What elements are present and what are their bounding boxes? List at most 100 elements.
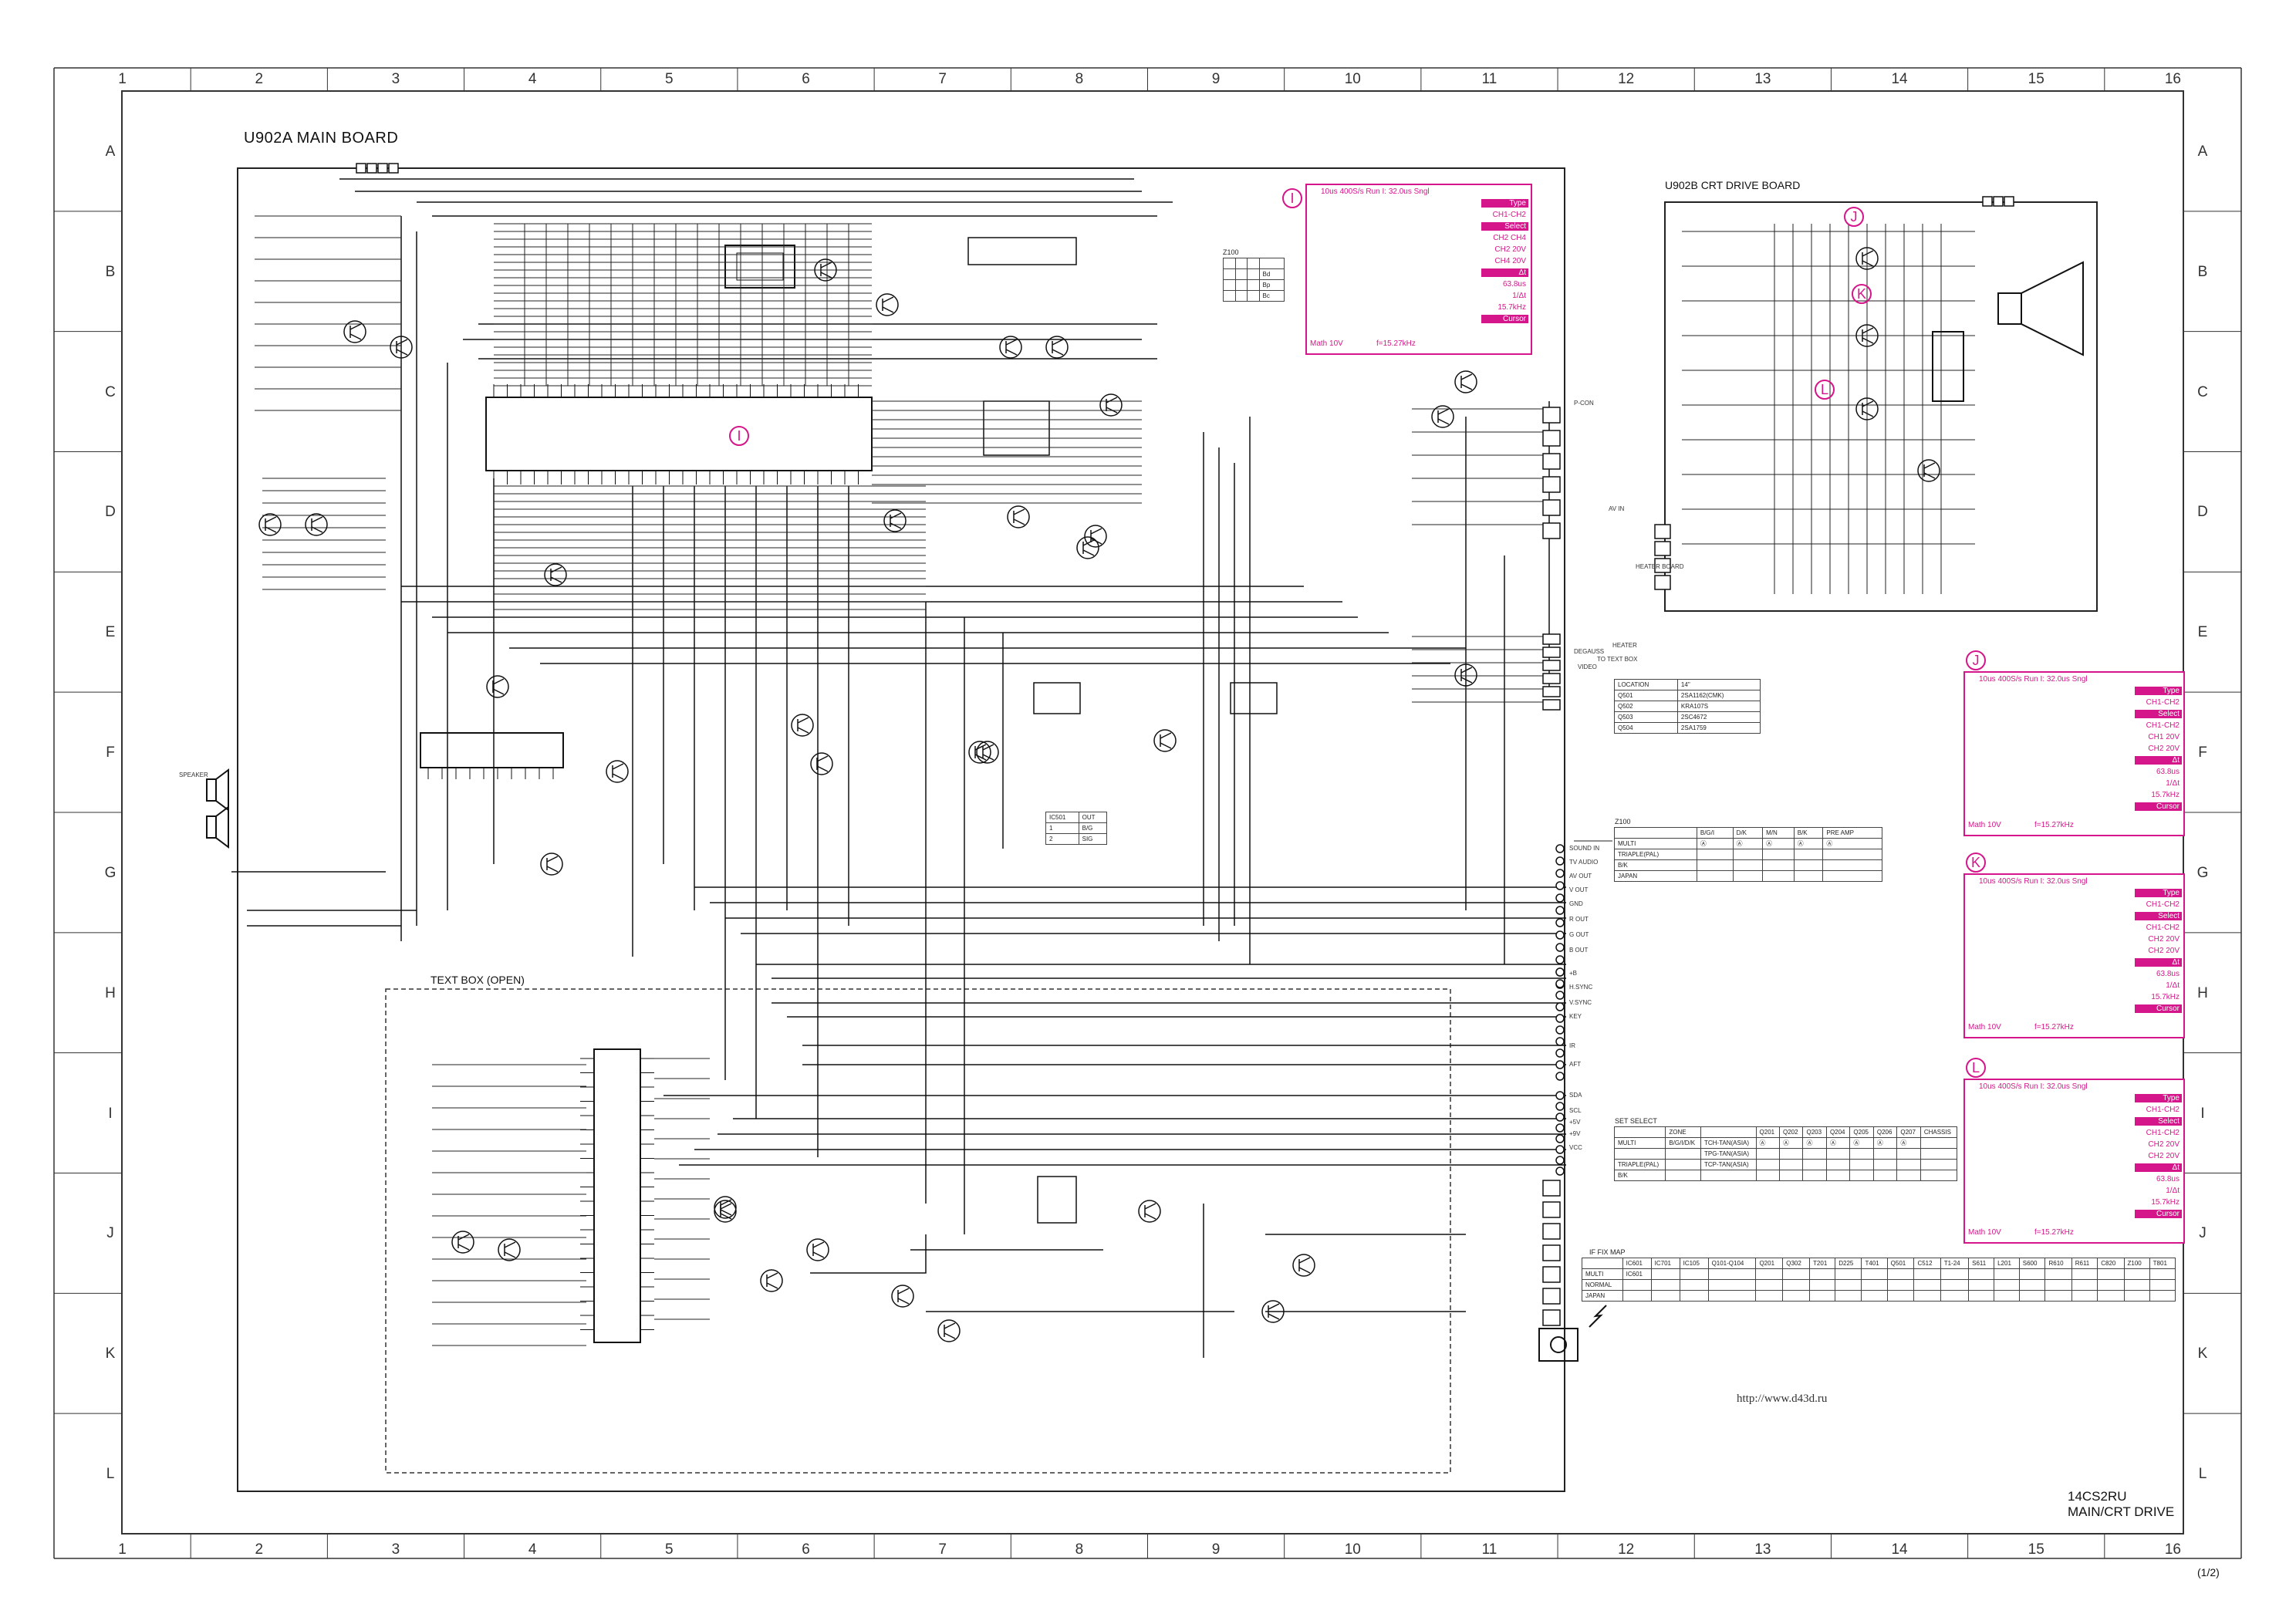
- scope-menu-item: CH2 20V: [1494, 245, 1526, 254]
- transistor-lead: [1862, 327, 1874, 334]
- transistor-lead: [492, 688, 505, 695]
- transistor-lead: [1005, 349, 1018, 356]
- misc-label: HEATER BOARD: [1636, 563, 1684, 570]
- scope-header: 10us 400S/s Run I: 32.0us Sngl: [1979, 1082, 2088, 1091]
- table-cell: [1679, 1290, 1709, 1302]
- misc-label: P-CON: [1574, 400, 1594, 407]
- table-cell: [2149, 1290, 2176, 1302]
- connector-pin: [1542, 647, 1561, 658]
- table-cell: [1825, 1170, 1851, 1181]
- main-ic-marker: I: [729, 426, 749, 446]
- transistor: [1855, 324, 1879, 347]
- transistor-lead: [1144, 1213, 1156, 1220]
- table-cell: [1622, 1290, 1652, 1302]
- transistor-lead: [349, 323, 362, 330]
- transistor-lead: [982, 744, 994, 751]
- misc-label: VIDEO: [1578, 663, 1597, 670]
- sheet-border: [121, 90, 2184, 1535]
- table-cell: [1822, 849, 1882, 860]
- table-cell: TCP-TAN(ASIA): [1700, 1159, 1757, 1170]
- grid-row-left: A: [105, 143, 116, 160]
- connector-pin: [1542, 633, 1561, 645]
- net-label: V OUT: [1569, 886, 1589, 893]
- connector-pin: [1542, 522, 1561, 539]
- table-cell: [1247, 290, 1260, 302]
- transistor-lead: [1460, 383, 1473, 390]
- connector-terminal: [1555, 967, 1565, 977]
- grid-row-right: D: [2197, 504, 2208, 521]
- z100-title: Z100: [1615, 818, 1631, 826]
- grid-column-bottom: 4: [528, 1541, 537, 1558]
- table-cell: [2097, 1290, 2125, 1302]
- connector-terminal: [1555, 906, 1565, 915]
- table-cell: [1809, 1268, 1836, 1280]
- grid-ruler: [53, 67, 2242, 1559]
- transistor: [976, 741, 999, 764]
- table-cell: KRA107S: [1676, 701, 1761, 712]
- table-header: B/K: [1793, 827, 1824, 839]
- table-cell: [1234, 268, 1248, 280]
- source-url[interactable]: http://www.d43d.ru: [1737, 1393, 1828, 1405]
- table-cell: [2071, 1290, 2098, 1302]
- transistor-lead: [944, 1332, 956, 1339]
- transistor: [498, 1238, 521, 1261]
- table-cell: Ⓐ: [1696, 838, 1734, 849]
- scope-freq: f=15.27kHz: [1376, 339, 1416, 348]
- net-label: +5V: [1569, 1119, 1581, 1126]
- main-ic-pins: [493, 384, 859, 484]
- scope-menu-item: Δt: [2135, 1163, 2182, 1172]
- connector-pin: [1542, 1180, 1561, 1197]
- set-select-title: SET SELECT: [1615, 1117, 1657, 1125]
- net-label: +B: [1569, 970, 1578, 977]
- connector-pin: [1542, 1288, 1561, 1305]
- table-row: Bc: [1223, 290, 1285, 302]
- scope-menu-item: CH1-CH2: [2146, 923, 2180, 932]
- transistor-lead: [1862, 260, 1874, 267]
- net-label: SDA: [1569, 1092, 1582, 1099]
- grid-column-bottom: 9: [1211, 1541, 1221, 1558]
- table-cell: [2123, 1290, 2150, 1302]
- table-cell: [1849, 1159, 1874, 1170]
- table-cell: TRIAPLE(PAL): [1614, 849, 1697, 860]
- table-cell: B/G/I/D/K: [1665, 1137, 1701, 1149]
- table-header: ZONE: [1665, 1126, 1701, 1138]
- crt-connector-pin: [1654, 558, 1671, 573]
- crt-connector-pin: [1654, 524, 1671, 539]
- connector-pin: [1542, 499, 1561, 516]
- table-cell: [1247, 279, 1260, 291]
- scope-header: 10us 400S/s Run I: 32.0us Sngl: [1321, 187, 1430, 196]
- transistor-lead: [1005, 339, 1018, 346]
- transistor-lead: [546, 856, 559, 863]
- tuner-block: [724, 245, 795, 289]
- transistor-lead: [1437, 418, 1450, 425]
- grid-row-right: E: [2197, 624, 2208, 641]
- scope-footer: Math 10V: [1968, 1023, 2001, 1031]
- table-header: Q201: [1755, 1126, 1781, 1138]
- grid-column-top: 11: [1481, 71, 1497, 87]
- table-cell: 2SC4672: [1676, 711, 1761, 723]
- grid-column-top: 10: [1344, 71, 1361, 87]
- transistor: [540, 853, 563, 876]
- grid-row-right: H: [2197, 984, 2208, 1001]
- ic-block-top: [967, 237, 1077, 265]
- scope-menu-item: 1/Δt: [2166, 779, 2180, 788]
- table-cell: [1696, 859, 1734, 871]
- transistor: [999, 336, 1022, 359]
- scope-menu-item: Type: [2135, 889, 2182, 897]
- transistor-lead: [1106, 397, 1118, 403]
- table-cell: [2097, 1279, 2125, 1291]
- transistor-lead: [1052, 349, 1064, 356]
- transistor: [714, 1200, 737, 1223]
- table-cell: Bp: [1258, 279, 1285, 291]
- main-ic: [485, 397, 873, 471]
- table-cell: [1940, 1279, 1970, 1291]
- transistor-lead: [720, 1213, 732, 1220]
- table-header: IC501: [1045, 812, 1079, 823]
- table-header: OUT: [1078, 812, 1108, 823]
- table-cell: [1707, 1279, 1757, 1291]
- table-cell: [1665, 1148, 1701, 1160]
- transistor-lead: [1862, 400, 1874, 407]
